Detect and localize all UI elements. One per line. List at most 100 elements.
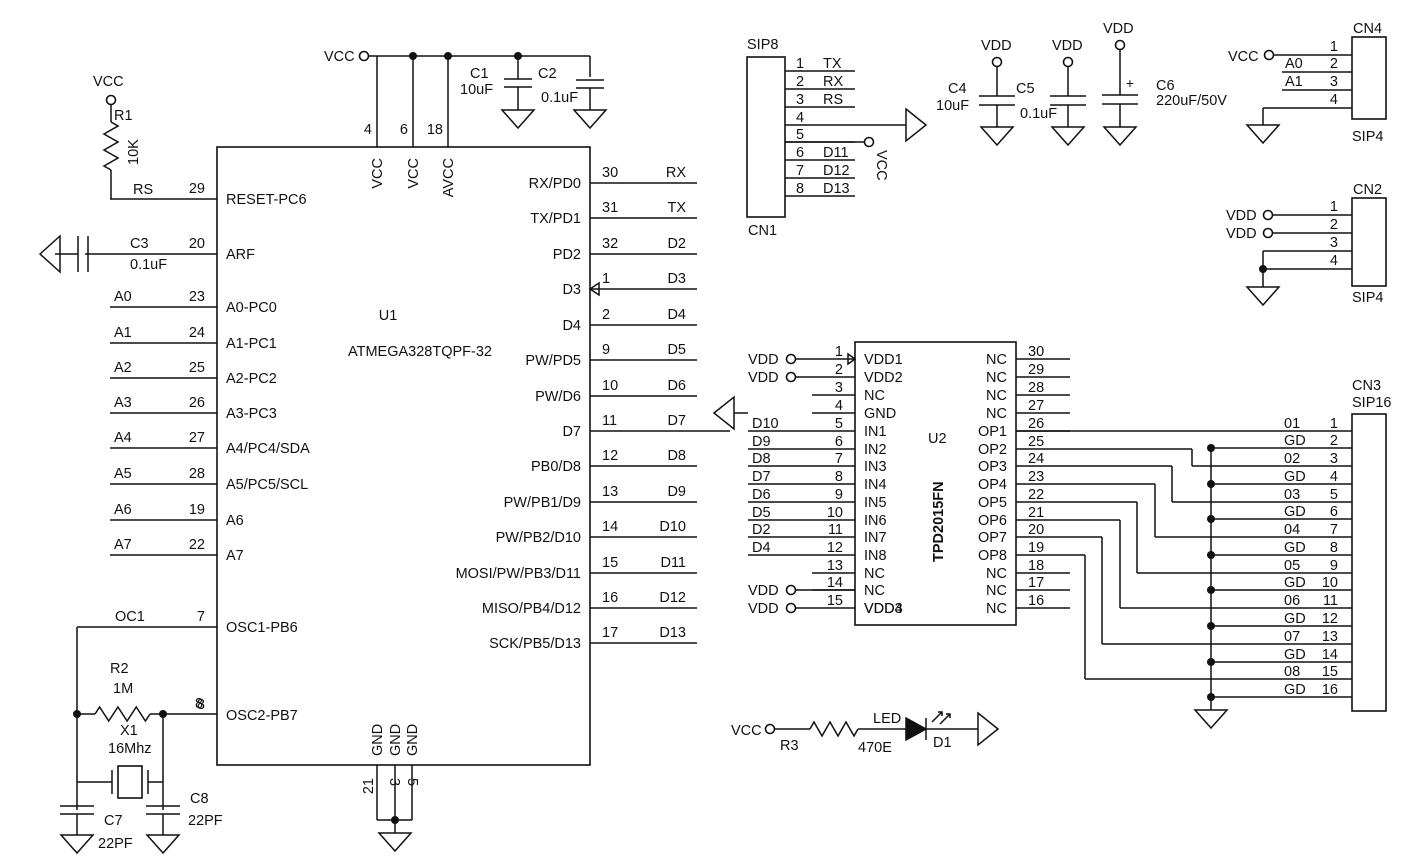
power-terminal <box>785 602 797 614</box>
u2-pin-num: 24 <box>1028 451 1044 467</box>
u1-pin-name: D7 <box>562 424 581 440</box>
vcc-label: VCC <box>93 74 124 90</box>
u1-pin-name: D4 <box>562 318 581 334</box>
resistor-icon <box>809 720 859 738</box>
u1-pin-name: VCC <box>370 158 386 189</box>
net-label: D3 <box>667 271 686 287</box>
net-label: 04 <box>1284 522 1300 538</box>
u2-pin-name: OP2 <box>978 442 1007 458</box>
net-label: TX <box>667 200 686 216</box>
cn4-pin-num: 1 <box>1330 39 1338 55</box>
junction-dot <box>1207 444 1215 452</box>
cn3-pin-num: 6 <box>1330 504 1338 520</box>
c6-value: 220uF/50V <box>1156 93 1227 109</box>
light-ray-icon <box>931 711 943 723</box>
vdd-label: VDD <box>1226 226 1257 242</box>
u2-pin-name: NC <box>864 566 885 582</box>
u2-pin-name: NC <box>986 406 1007 422</box>
u1-pin-name: PW/PD5 <box>525 353 581 369</box>
net-label: D4 <box>752 540 771 556</box>
net-label: D8 <box>752 451 771 467</box>
cn1-pin-num: 1 <box>796 56 804 72</box>
u2-pin-name: NC <box>986 352 1007 368</box>
u2-pin-name: IN2 <box>864 442 887 458</box>
net-label: D7 <box>667 413 686 429</box>
net-label: D9 <box>752 434 771 450</box>
net-label: 06 <box>1284 593 1300 609</box>
u2-pin-num: 25 <box>1028 434 1044 450</box>
light-ray-icon <box>939 713 951 725</box>
u1-pin-name: MISO/PB4/D12 <box>482 601 581 617</box>
resistor-icon <box>94 705 151 723</box>
net-label: GD <box>1284 611 1306 627</box>
vdd-label: VDD <box>1052 38 1083 54</box>
u1-pin-name: A1-PC1 <box>226 336 277 352</box>
u1-pin-num: 8 <box>197 697 205 713</box>
power-terminal <box>764 723 776 735</box>
ground-arrow-icon <box>977 711 1000 747</box>
junction-dot <box>1207 658 1215 666</box>
u1-pin-name: PD2 <box>553 247 581 263</box>
net-label: A2 <box>114 360 132 376</box>
u2-pin-num: 11 <box>828 522 843 538</box>
u2-pin-num: 27 <box>1028 398 1044 414</box>
net-label: OC1 <box>115 609 145 625</box>
u1-pin-name: A5/PC5/SCL <box>226 477 308 493</box>
junction-dot <box>1207 693 1215 701</box>
u1-pin-num: 26 <box>189 395 205 411</box>
cn3-pin-num: 4 <box>1330 469 1338 485</box>
net-label: D9 <box>667 484 686 500</box>
u1-pin-num: 29 <box>189 181 205 197</box>
u2-pin-num: 29 <box>1028 362 1044 378</box>
component-bodies <box>38 36 1387 855</box>
net-label: D7 <box>752 469 771 485</box>
cn3-pin-num: 10 <box>1322 575 1338 591</box>
net-label: GD <box>1284 647 1306 663</box>
u1-pin-name: RX/PD0 <box>529 176 581 192</box>
junction-dot <box>1207 622 1215 630</box>
u1-pin-name: A0-PC0 <box>226 300 277 316</box>
ground-arrow-icon <box>905 107 928 143</box>
c5-ref: C5 <box>1016 81 1035 97</box>
u1-pin-name: GND <box>370 724 386 756</box>
power-terminal <box>785 353 797 365</box>
cn2-ref: CN2 <box>1353 182 1382 198</box>
u2-pin-name: OP3 <box>978 459 1007 475</box>
d1-type: LED <box>873 711 901 727</box>
u2-pin-name: IN1 <box>864 424 887 440</box>
u1-pin-num: 28 <box>189 466 205 482</box>
net-label: A6 <box>114 502 132 518</box>
net-label: D6 <box>752 487 771 503</box>
net-label: RX <box>666 165 686 181</box>
u1-pin-num: 16 <box>602 590 618 606</box>
cn4-pin-num: 3 <box>1330 74 1338 90</box>
c7-value: 22PF <box>98 836 133 852</box>
net-label: GD <box>1284 469 1306 485</box>
cn3-pin-num: 5 <box>1330 487 1338 503</box>
u2-body <box>854 341 1017 626</box>
u1-pin-name: PB0/D8 <box>531 459 581 475</box>
u1-pin-num: 3 <box>386 778 402 786</box>
u2-pin-name: VDD2 <box>864 370 903 386</box>
u1-pin-name: A6 <box>226 513 244 529</box>
cn2-pin-num: 1 <box>1330 199 1338 215</box>
c1-value: 10uF <box>460 82 493 98</box>
u2-pin-name: VDD1 <box>864 352 903 368</box>
u2-pin-name: OP1 <box>978 424 1007 440</box>
u1-pin-num: 21 <box>361 778 377 794</box>
net-label: D10 <box>752 416 779 432</box>
ground-arrow-icon <box>712 395 735 431</box>
u2-pin-num: 30 <box>1028 344 1044 360</box>
vdd-label: VDD <box>748 370 779 386</box>
ground-icon <box>1245 286 1281 307</box>
u1-pin-name: AVCC <box>441 158 457 197</box>
cn2-pin-num: 2 <box>1330 217 1338 233</box>
cn1-body <box>746 56 786 218</box>
u1-pin-num: 25 <box>189 360 205 376</box>
u1-pin-num: 19 <box>189 502 205 518</box>
u1-pin-num: 23 <box>189 289 205 305</box>
junction-dot <box>1207 586 1215 594</box>
u2-pin-name: IN4 <box>864 477 887 493</box>
u1-pin-num: 5 <box>404 778 420 786</box>
u2-pin-name: OP6 <box>978 513 1007 529</box>
